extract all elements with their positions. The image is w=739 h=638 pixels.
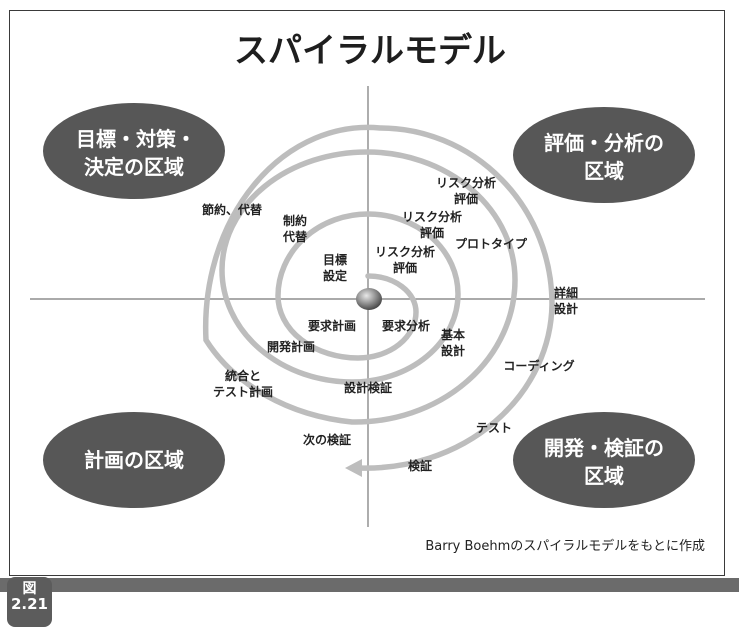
label-sekkei-kensho: 設計検証 <box>344 380 392 395</box>
label-yokyu-bunseki: 要求分析 <box>382 318 430 333</box>
label-mokuhyo-line1: 目標 <box>323 252 347 267</box>
quadrant-evaluation-line1: 評価・分析の <box>544 131 664 155</box>
label-next-kensho: 次の検証 <box>303 432 351 447</box>
center-origin <box>356 288 382 310</box>
spiral-arrowhead <box>345 459 362 477</box>
label-risk3-line2: 評価 <box>454 191 478 206</box>
quadrant-development: 開発・検証の 区域 <box>513 412 695 508</box>
quadrant-planning-line1: 計画の区域 <box>84 448 184 472</box>
credit-text: Barry Boehmのスパイラルモデルをもとに作成 <box>425 538 705 554</box>
label-seiyaku-line1: 制約 <box>283 213 307 228</box>
label-mokuhyo-line2: 設定 <box>323 268 347 283</box>
label-tougou-line2: テスト計画 <box>213 384 273 399</box>
label-seiyaku-line2: 代替 <box>282 229 308 244</box>
label-test: テスト <box>476 421 512 435</box>
figure-number: 2.21 <box>10 594 48 613</box>
label-kihon-line1: 基本 <box>440 327 465 342</box>
quadrant-goals-line2: 決定の区域 <box>84 155 184 179</box>
label-shosai-line1: 詳細 <box>554 285 578 300</box>
label-risk1-line1: リスク分析 <box>375 244 435 259</box>
label-risk1-line2: 評価 <box>393 260 417 275</box>
label-setsuyaku-daitai: 節約、代替 <box>202 202 263 217</box>
page-title: スパイラルモデル <box>234 31 506 71</box>
label-kihon-line2: 設計 <box>441 343 465 358</box>
figure-prefix: 図 <box>22 581 37 597</box>
label-shosai-line2: 設計 <box>554 301 578 316</box>
label-yokyu-keikaku: 要求計画 <box>308 318 356 333</box>
label-prototype: プロトタイプ <box>455 236 528 251</box>
label-kensho: 検証 <box>408 458 432 473</box>
quadrant-planning: 計画の区域 <box>43 412 225 508</box>
spiral-path <box>202 124 555 471</box>
footer-bar <box>0 578 739 592</box>
label-risk3-line1: リスク分析 <box>436 175 496 190</box>
quadrant-goals: 目標・対策・ 決定の区域 <box>43 103 225 199</box>
quadrant-goals-line1: 目標・対策・ <box>76 127 196 151</box>
figure-number-badge: 図 2.21 <box>7 577 52 627</box>
label-coding: コーディング <box>503 358 574 373</box>
quadrant-development-line2: 区域 <box>584 464 624 488</box>
quadrant-evaluation-line2: 区域 <box>584 159 624 183</box>
label-kaihatsu-keikaku: 開発計画 <box>267 339 315 354</box>
label-tougou-line1: 統合と <box>225 368 261 383</box>
label-risk2-line1: リスク分析 <box>402 209 462 224</box>
label-risk2-line2: 評価 <box>420 225 444 240</box>
quadrant-evaluation: 評価・分析の 区域 <box>513 107 695 203</box>
quadrant-development-line1: 開発・検証の <box>544 436 664 460</box>
